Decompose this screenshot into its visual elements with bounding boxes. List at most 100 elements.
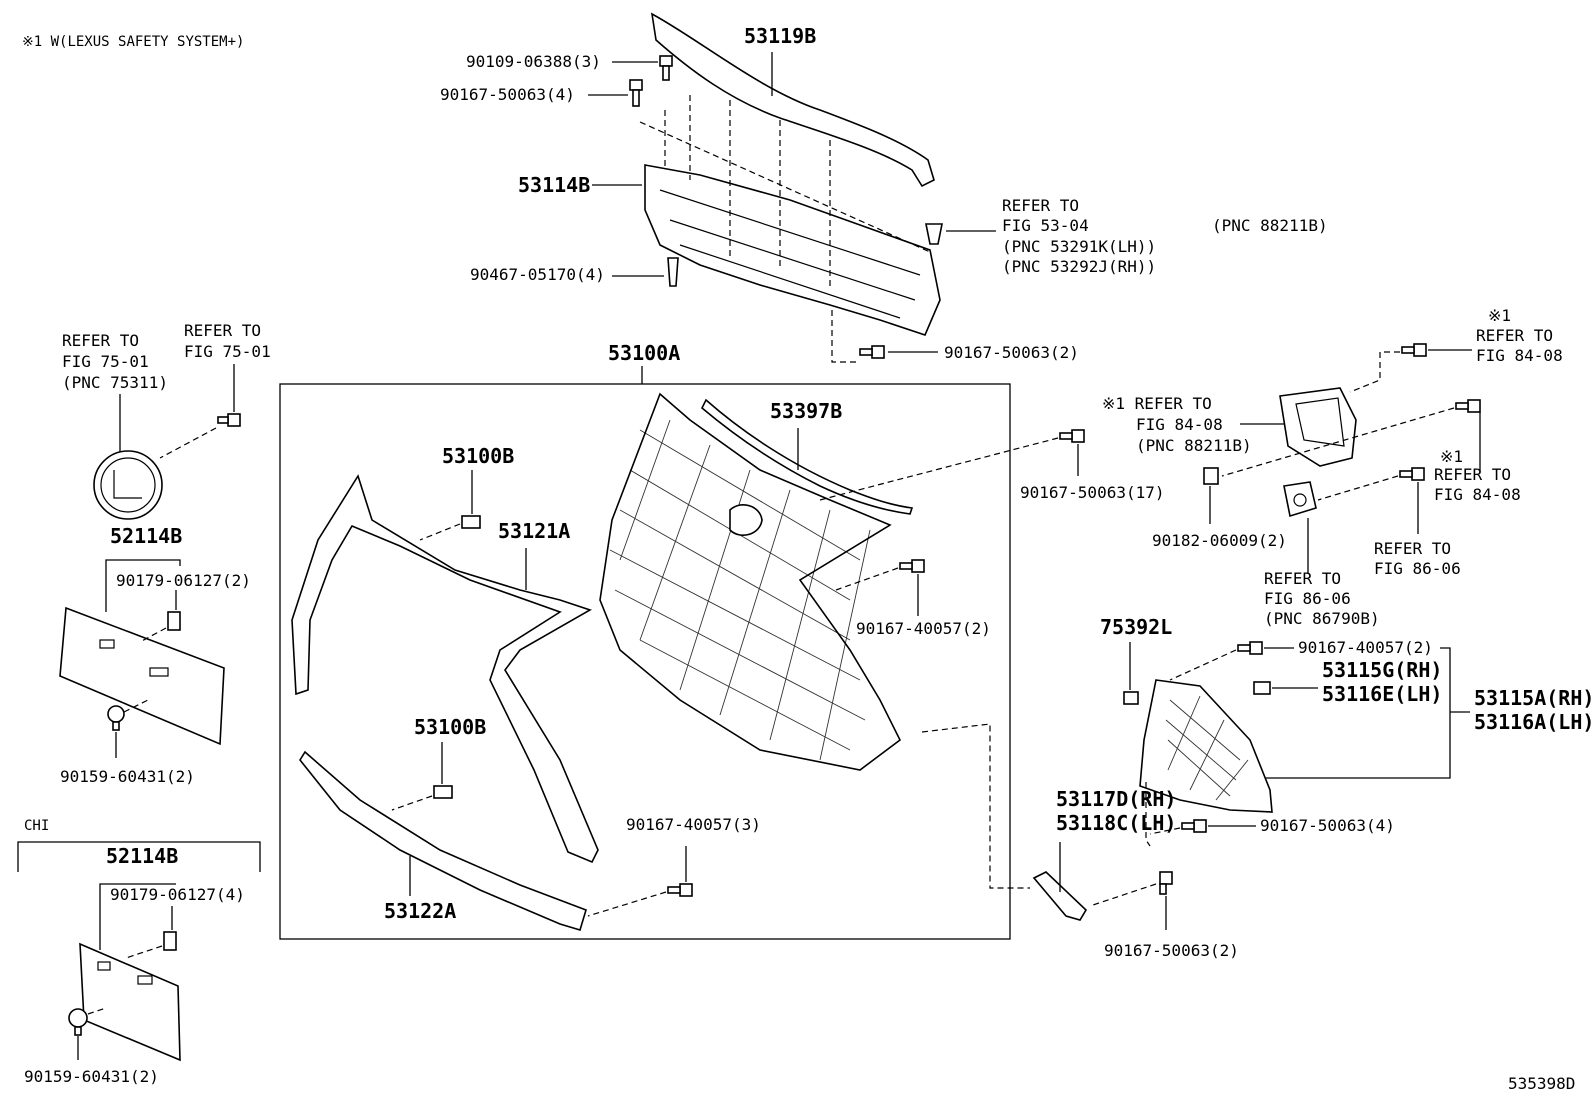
refer-fig-84-08-c[interactable]: ※1 REFER TO FIG 84-08 [1434, 447, 1521, 504]
label-chi: CHI [24, 818, 49, 834]
bolt-emblem[interactable] [217, 413, 241, 427]
label-90182-06009[interactable]: 90182-06009(2) [1152, 531, 1287, 550]
label-90179-06127-2[interactable]: 90179-06127(2) [116, 571, 251, 590]
label-90167-50063-2b[interactable]: 90167-50063(2) [1104, 941, 1239, 960]
label-53114B[interactable]: 53114B [518, 173, 590, 197]
clip-53100B-bot[interactable] [433, 785, 453, 799]
label-53121A[interactable]: 53121A [498, 519, 570, 543]
part-53122A-molding[interactable] [299, 750, 587, 931]
label-53116A[interactable]: 53116A(LH) [1474, 710, 1592, 734]
nut-90179-06127-bot[interactable] [163, 931, 177, 951]
clip-53291K[interactable] [925, 223, 943, 245]
bolt-90167-40057-2a[interactable] [899, 559, 925, 573]
clip-53115G[interactable] [1253, 681, 1271, 695]
label-90167-40057-3[interactable]: 90167-40057(3) [626, 815, 761, 834]
svg-text:※1 REFER TO: ※1 REFER TO [1102, 394, 1212, 413]
part-52114B-bracket-top[interactable] [59, 606, 225, 746]
svg-text:FIG 75-01: FIG 75-01 [184, 342, 271, 361]
svg-text:FIG 75-01: FIG 75-01 [62, 352, 149, 371]
svg-text:FIG 86-06: FIG 86-06 [1264, 589, 1351, 608]
svg-text:FIG 53-04: FIG 53-04 [1002, 216, 1089, 235]
refer-fig-53-04[interactable]: REFER TO FIG 53-04 (PNC 53291K(LH)) (PNC… [1002, 196, 1156, 276]
part-53117D-bracket[interactable] [1032, 871, 1088, 921]
bolt-86-06-a[interactable] [1399, 467, 1425, 481]
label-53119B[interactable]: 53119B [744, 24, 816, 48]
label-90159-60431-bot[interactable]: 90159-60431(2) [24, 1067, 159, 1086]
refer-fig-84-08-b[interactable]: ※1 REFER TO FIG 84-08 (PNC 88211B) [1102, 394, 1252, 455]
svg-text:FIG 84-08: FIG 84-08 [1434, 485, 1521, 504]
bolt-90167-50063-2a[interactable] [859, 345, 885, 359]
svg-text:(PNC 53292J(RH)): (PNC 53292J(RH)) [1002, 257, 1156, 276]
svg-text:REFER TO: REFER TO [1374, 539, 1451, 558]
bolt-90167-40057-2b[interactable] [1237, 641, 1263, 655]
label-53116E[interactable]: 53116E(LH) [1322, 682, 1442, 706]
label-53100B-top[interactable]: 53100B [442, 444, 514, 468]
part-grille-main[interactable] [599, 392, 902, 771]
label-53117D[interactable]: 53117D(RH) [1056, 787, 1176, 811]
label-90167-40057-2a[interactable]: 90167-40057(2) [856, 619, 991, 638]
label-53118C[interactable]: 53118C(LH) [1056, 811, 1176, 835]
bolt-84-08-a[interactable] [1401, 343, 1427, 357]
svg-text:(PNC 75311): (PNC 75311) [62, 373, 168, 392]
nut-90182-06009[interactable] [1203, 467, 1219, 485]
part-camera-86790B[interactable] [1283, 481, 1317, 518]
figure-id: 535398D [1508, 1074, 1575, 1093]
bolt-90167-50063-top[interactable] [629, 79, 643, 107]
label-90167-50063-4b[interactable]: 90167-50063(4) [1260, 816, 1395, 835]
bolt-90167-50063-2b[interactable] [1159, 871, 1173, 895]
label-53122A[interactable]: 53122A [384, 899, 456, 923]
clip-90467-05170[interactable] [667, 257, 679, 287]
label-pnc-88211B-top[interactable]: (PNC 88211B) [1212, 216, 1328, 235]
screw-90159-60431-bot[interactable] [68, 1008, 88, 1036]
svg-text:REFER TO: REFER TO [1434, 465, 1511, 484]
label-90167-40057-2b[interactable]: 90167-40057(2) [1298, 638, 1433, 657]
nut-90179-06127-top[interactable] [167, 611, 181, 631]
bolt-84-08-c[interactable] [1455, 399, 1481, 413]
part-53397B-molding[interactable] [701, 398, 914, 515]
svg-text:REFER TO: REFER TO [1002, 196, 1079, 215]
bolt-90167-50063-17[interactable] [1059, 429, 1085, 443]
label-52114B-top[interactable]: 52114B [110, 524, 182, 548]
part-53114B-cover[interactable] [644, 164, 941, 336]
refer-fig-86-06-a[interactable]: REFER TO FIG 86-06 [1374, 539, 1461, 578]
label-90179-06127-4[interactable]: 90179-06127(4) [110, 885, 245, 904]
part-52114B-bracket-bot[interactable] [79, 942, 181, 1062]
refer-fig-75-01-left[interactable]: REFER TO FIG 75-01 (PNC 75311) [62, 331, 168, 392]
screw-90159-60431-top[interactable] [107, 705, 125, 731]
assembly-box-53100A [279, 383, 1011, 940]
label-53100B-bot[interactable]: 53100B [414, 715, 486, 739]
refer-fig-84-08-a[interactable]: ※1 REFER TO FIG 84-08 [1476, 306, 1563, 365]
part-75392L-clip[interactable] [1123, 691, 1139, 705]
part-53115A-side-grille[interactable] [1139, 679, 1273, 813]
svg-text:FIG 84-08: FIG 84-08 [1476, 346, 1563, 365]
label-53397B[interactable]: 53397B [770, 399, 842, 423]
bolt-90109-06388[interactable] [659, 55, 673, 81]
label-90159-60431-top[interactable]: 90159-60431(2) [60, 767, 195, 786]
label-52114B-bot[interactable]: 52114B [106, 844, 178, 868]
svg-text:(PNC 86790B): (PNC 86790B) [1264, 609, 1380, 628]
refer-fig-75-01-right[interactable]: REFER TO FIG 75-01 [184, 321, 271, 361]
header-note: ※1 W(LEXUS SAFETY SYSTEM+) [22, 34, 244, 50]
label-75392L[interactable]: 75392L [1100, 615, 1172, 639]
label-90167-50063-2a[interactable]: 90167-50063(2) [944, 343, 1079, 362]
refer-fig-86-06-b[interactable]: REFER TO FIG 86-06 (PNC 86790B) [1264, 569, 1380, 628]
label-90167-50063-4a[interactable]: 90167-50063(4) [440, 85, 575, 104]
svg-text:REFER TO: REFER TO [62, 331, 139, 350]
label-53100A[interactable]: 53100A [608, 341, 680, 365]
svg-text:(PNC 88211B): (PNC 88211B) [1136, 436, 1252, 455]
part-emblem-75311[interactable] [93, 450, 163, 520]
label-53115A[interactable]: 53115A(RH) [1474, 686, 1592, 710]
label-90167-50063-17[interactable]: 90167-50063(17) [1020, 483, 1165, 502]
label-90109-06388[interactable]: 90109-06388(3) [466, 52, 601, 71]
part-53119B-seal[interactable] [650, 12, 935, 188]
label-90467-05170[interactable]: 90467-05170(4) [470, 265, 605, 284]
bolt-90167-40057-3[interactable] [667, 883, 693, 897]
part-53121A-frame[interactable] [291, 474, 599, 864]
clip-53100B-top[interactable] [461, 515, 481, 529]
bolt-90167-50063-4b[interactable] [1181, 819, 1207, 833]
svg-text:※1: ※1 [1488, 306, 1511, 325]
part-radar-sensor[interactable] [1279, 387, 1357, 467]
label-53115G[interactable]: 53115G(RH) [1322, 658, 1442, 682]
